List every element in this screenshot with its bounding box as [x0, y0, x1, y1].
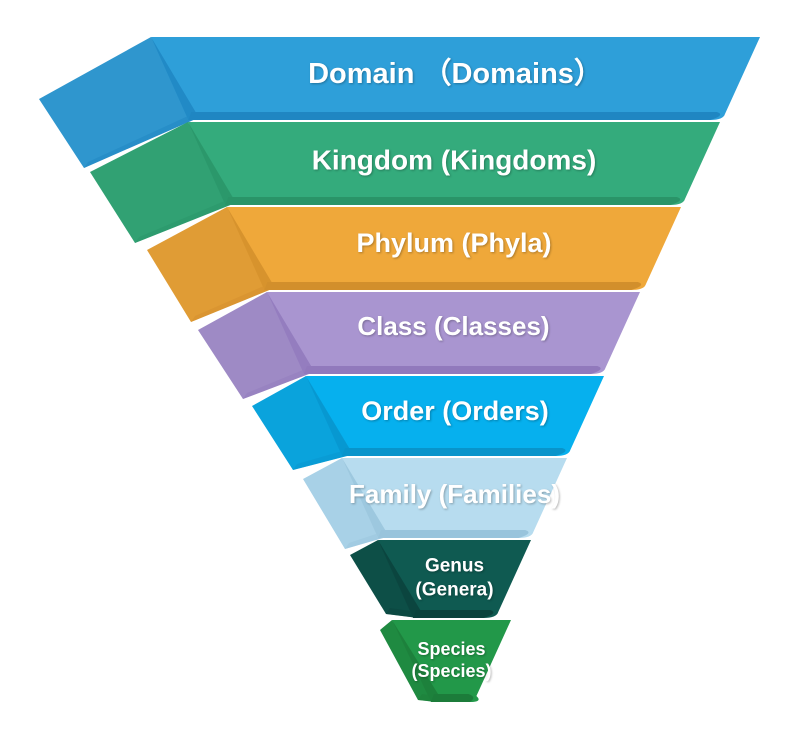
- funnel-layer-order-flap: [252, 376, 347, 470]
- funnel-layer-domain-bottom-bevel: [188, 112, 721, 120]
- funnel-layer-species-bottom-bevel: [431, 694, 474, 702]
- funnel-layer-family-label: Family (Families): [349, 479, 560, 509]
- funnel-layer-kingdom-bottom-bevel: [225, 197, 681, 205]
- funnel-layer-domain-left-bevel: [151, 37, 201, 120]
- funnel-layer-phylum-flap: [147, 207, 270, 322]
- funnel-layer-kingdom: Kingdom (Kingdoms): [90, 122, 720, 243]
- funnel-layer-class-flap: [198, 292, 309, 399]
- funnel-layer-kingdom-flap-edge: [135, 199, 231, 243]
- funnel-layer-kingdom-face: [188, 122, 720, 205]
- funnel-layer-phylum-bottom-bevel: [264, 282, 642, 290]
- funnel-layer-phylum: Phylum (Phyla): [147, 207, 681, 322]
- funnel-layer-order-left-bevel: [306, 376, 354, 456]
- funnel-layer-family-left-bevel: [342, 458, 390, 538]
- funnel-layer-genus-flap-edge: [386, 608, 419, 618]
- funnel-layer-class-bottom-bevel: [303, 366, 601, 374]
- funnel-layer-class-flap-edge: [243, 368, 309, 399]
- funnel-layer-phylum-label: Phylum (Phyla): [356, 228, 551, 258]
- funnel-layer-class-left-bevel: [267, 292, 316, 374]
- funnel-layer-order-face: [306, 376, 604, 456]
- funnel-layer-domain-face: [151, 37, 760, 120]
- funnel-layer-species-left-bevel: [392, 620, 443, 702]
- funnel-layer-order-flap-edge: [293, 450, 347, 470]
- funnel-layer-family-flap: [303, 458, 383, 549]
- funnel-layer-phylum-flap-edge: [191, 284, 270, 322]
- funnel-layer-genus: Genus(Genera): [350, 540, 531, 618]
- funnel-layer-order-label: Order (Orders): [361, 396, 549, 426]
- funnel-layer-kingdom-left-bevel: [188, 122, 238, 205]
- funnel-layer-genus-label: Genus(Genera): [415, 556, 493, 601]
- funnel-layer-order-bottom-bevel: [342, 448, 566, 456]
- funnel-layer-domain-flap: [39, 37, 194, 168]
- funnel-layer-genus-left-bevel: [378, 540, 426, 618]
- funnel-layer-kingdom-label: Kingdom (Kingdoms): [312, 145, 597, 176]
- funnel-layer-family-face: [342, 458, 567, 538]
- funnel-layer-class-label: Class (Classes): [357, 311, 549, 341]
- funnel-layer-domain: Domain （Domains）: [39, 37, 760, 168]
- funnel-layer-domain-label: Domain （Domains）: [308, 57, 603, 90]
- funnel-layer-genus-flap: [350, 540, 419, 618]
- funnel-layer-phylum-face: [227, 207, 681, 290]
- funnel-layer-family-flap-edge: [345, 532, 383, 549]
- funnel-layer-domain-flap-edge: [84, 114, 194, 168]
- funnel-layer-class: Class (Classes): [198, 292, 640, 399]
- funnel-layer-order: Order (Orders): [252, 376, 604, 470]
- funnel-layer-family-bottom-bevel: [378, 530, 529, 538]
- funnel-layer-family: Family (Families): [303, 458, 567, 549]
- funnel-layer-class-face: [267, 292, 640, 374]
- funnel-layer-species-label: Species(Species): [411, 639, 491, 681]
- funnel-layer-genus-face: [378, 540, 531, 618]
- funnel-layer-species: Species(Species): [380, 620, 511, 702]
- funnel-layer-genus-bottom-bevel: [413, 610, 494, 618]
- funnel-layer-phylum-left-bevel: [227, 207, 277, 290]
- funnel-layer-kingdom-flap: [90, 122, 231, 243]
